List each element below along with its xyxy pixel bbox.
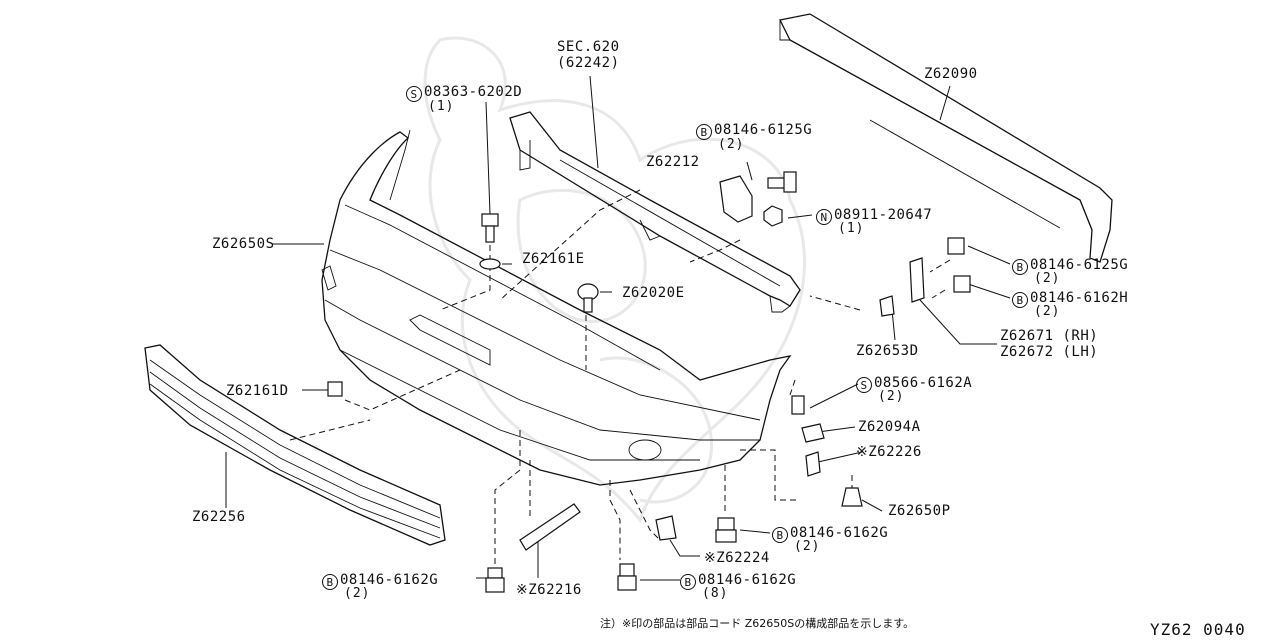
reinforcement-z62090 xyxy=(779,13,1113,263)
qty-s08363: (1) xyxy=(428,99,455,114)
watermark-emblem xyxy=(423,36,806,524)
part-number-text: 08146-6162G xyxy=(340,572,439,588)
label-z62090[interactable]: Z62090 xyxy=(924,66,978,82)
part-number-text: 08146-6162G xyxy=(790,525,889,541)
upper-retainer xyxy=(509,111,801,313)
label-z62226[interactable]: ※Z62226 xyxy=(856,444,922,460)
bumper-fascia-z62650s xyxy=(321,129,792,486)
assembly-dashed-lines xyxy=(289,189,951,570)
footnote: 注）※印の部品は部品コード Z62650Sの構成部品を示します。 xyxy=(600,617,915,630)
label-z62671[interactable]: Z62671 (RH) xyxy=(1000,328,1099,344)
part-number-text: 08146-6162H xyxy=(1030,290,1129,306)
qty-b08146-6162g-bottom: (8) xyxy=(702,586,729,601)
part-number-text: 08146-6162G xyxy=(698,572,797,588)
label-sec620-sub: (62242) xyxy=(557,55,620,71)
label-z62650p[interactable]: Z62650P xyxy=(888,503,951,519)
n-symbol-icon: N xyxy=(816,209,832,225)
label-z62212[interactable]: Z62212 xyxy=(646,154,700,170)
label-z62161d[interactable]: Z62161D xyxy=(226,383,289,399)
qty-n08911: (1) xyxy=(838,221,865,236)
qty-b08146-6125g-top: (2) xyxy=(718,137,745,152)
qty-b08146-6162g-mid: (2) xyxy=(794,539,821,554)
b-symbol-icon: B xyxy=(696,124,712,140)
label-sec620[interactable]: SEC.620 xyxy=(557,39,620,55)
diagram-code: YZ62 0040 xyxy=(1150,620,1246,639)
s-symbol-icon: S xyxy=(856,377,872,393)
label-z62020e[interactable]: Z62020E xyxy=(622,285,685,301)
part-number-text: 08146-6125G xyxy=(714,122,813,138)
leader-lines xyxy=(225,75,1011,581)
qty-b08146-6162h: (2) xyxy=(1034,304,1061,319)
b-symbol-icon: B xyxy=(322,574,338,590)
qty-s08566: (2) xyxy=(878,389,905,404)
label-z62224[interactable]: ※Z62224 xyxy=(704,550,770,566)
part-number-text: 08146-6125G xyxy=(1030,257,1129,273)
b-symbol-icon: B xyxy=(772,527,788,543)
qty-b08146-6125g-right: (2) xyxy=(1034,271,1061,286)
label-z62672[interactable]: Z62672 (LH) xyxy=(1000,344,1099,360)
b-symbol-icon: B xyxy=(1012,292,1028,308)
label-z62653d[interactable]: Z62653D xyxy=(856,343,919,359)
hardware-parts xyxy=(327,171,971,593)
lower-grille-z62256 xyxy=(144,344,446,546)
b-symbol-icon: B xyxy=(680,574,696,590)
label-z62094a[interactable]: Z62094A xyxy=(858,419,921,435)
s-symbol-icon: S xyxy=(406,86,422,102)
label-z62161e[interactable]: Z62161E xyxy=(522,251,585,267)
label-z62650s[interactable]: Z62650S xyxy=(212,236,275,252)
label-z62216[interactable]: ※Z62216 xyxy=(516,582,582,598)
label-z62256[interactable]: Z62256 xyxy=(192,509,246,525)
part-number-text: 08566-6162A xyxy=(874,375,973,391)
part-number-text: 08363-6202D xyxy=(424,84,523,100)
b-symbol-icon: B xyxy=(1012,259,1028,275)
part-number-text: 08911-20647 xyxy=(834,207,933,223)
qty-b08146-6162g-left: (2) xyxy=(344,586,371,601)
